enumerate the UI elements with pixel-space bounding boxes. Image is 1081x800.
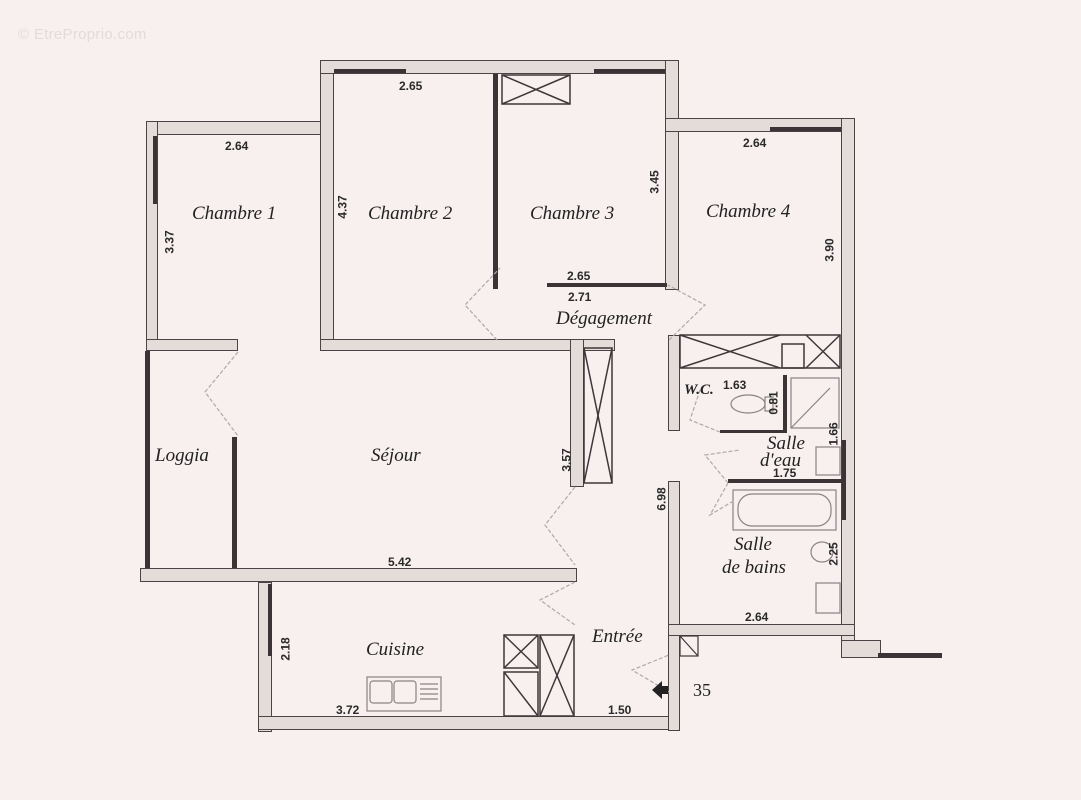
wall-loggia-right: [232, 437, 237, 575]
wall-salle-eau-bottom: [728, 479, 843, 483]
dim-salle-bains-width: 2.64: [745, 610, 769, 624]
room-label-chambre4: Chambre 4: [706, 201, 791, 222]
dim-entree-length: 6.98: [654, 487, 669, 511]
dim-chambre4-height: 3.90: [822, 238, 837, 262]
window-balcony: [878, 653, 942, 658]
dim-salle-eau-width: 1.75: [773, 466, 797, 480]
washbasin-salle-bains-icon: [810, 541, 841, 614]
wall-wc-bottom: [720, 430, 786, 433]
closet-chambre3: [501, 74, 571, 105]
wall-chambre2-3: [493, 74, 498, 289]
kitchen-sink-icon: [366, 676, 442, 712]
wall-salle-bains-bottom: [668, 624, 855, 636]
room-label-loggia: Loggia: [155, 445, 209, 466]
dim-wc-depth: 0.81: [766, 391, 781, 415]
dim-salle-eau-height: 1.66: [826, 422, 841, 446]
dim-salle-bains-height: 2.25: [826, 542, 841, 566]
room-label-chambre2: Chambre 2: [368, 203, 453, 224]
wall-bathroom-block-left-lower: [668, 481, 680, 731]
room-label-chambre3: Chambre 3: [530, 203, 615, 224]
dim-sejour-width: 5.42: [388, 555, 412, 569]
wall-chambre1-bottom-stub: [146, 339, 238, 351]
dim-chambre1-width: 2.64: [225, 139, 249, 153]
dim-sejour-height: 3.57: [559, 448, 574, 472]
dim-entree-width: 1.50: [608, 703, 632, 717]
room-label-cuisine: Cuisine: [366, 639, 425, 660]
room-label-sejour: Séjour: [371, 445, 421, 466]
window-chambre4: [770, 127, 842, 131]
window-cuisine: [268, 584, 272, 656]
dim-chambre2-height: 4.37: [335, 195, 350, 219]
dim-cuisine-width: 3.72: [336, 703, 360, 717]
room-label-salle-bains-line2: de bains: [722, 557, 786, 578]
wall-chambre3-4: [665, 60, 679, 290]
wall-loggia-left: [145, 351, 150, 576]
room-label-chambre1: Chambre 1: [192, 203, 277, 224]
door-swings: [204, 267, 741, 693]
wall-wc-divider: [783, 375, 787, 433]
room-label-salle-eau-line1: Salle: [767, 433, 805, 454]
room-label-entree: Entrée: [592, 626, 643, 647]
window-chambre1: [153, 136, 157, 204]
dim-chambre3-height: 3.45: [647, 170, 662, 194]
dim-chambre1-height: 3.37: [162, 230, 177, 254]
wall-chambre3-bottom: [547, 283, 667, 287]
window-chambre3: [594, 69, 666, 73]
room-label-salle-eau-line2: d'eau: [760, 450, 801, 471]
dim-chambre4-width: 2.64: [743, 136, 767, 150]
bathtub-icon: [732, 489, 837, 531]
wc-small-closet: [679, 635, 699, 657]
dim-wc-width: 1.63: [723, 378, 747, 392]
wall-bottom-right-stub: [841, 640, 881, 658]
entrance-arrow-icon: [652, 681, 668, 699]
wall-sejour-bottom: [140, 568, 577, 582]
toilet-icon: [730, 394, 774, 414]
shower-icon: [790, 377, 840, 429]
dim-degagement-width: 2.71: [568, 290, 592, 304]
closet-entree: [583, 347, 613, 484]
room-label-wc: W.C.: [684, 382, 714, 398]
entrance-number: 35: [693, 680, 711, 700]
dim-chambre3-width: 2.65: [567, 269, 591, 283]
washbasin-salle-eau-icon: [815, 446, 841, 476]
window-chambre2: [334, 69, 406, 73]
kitchen-units: [503, 634, 575, 717]
room-label-salle-bains-line1: Salle: [734, 534, 772, 555]
room-label-degagement: Dégagement: [556, 308, 653, 329]
watermark: © EtreProprio.com: [18, 26, 147, 43]
dim-cuisine-height: 2.18: [278, 637, 293, 661]
wall-sejour-top: [320, 339, 615, 351]
window-salle-eau: [842, 440, 846, 520]
closet-degagement: [679, 334, 841, 369]
dim-chambre2-width: 2.65: [399, 79, 423, 93]
